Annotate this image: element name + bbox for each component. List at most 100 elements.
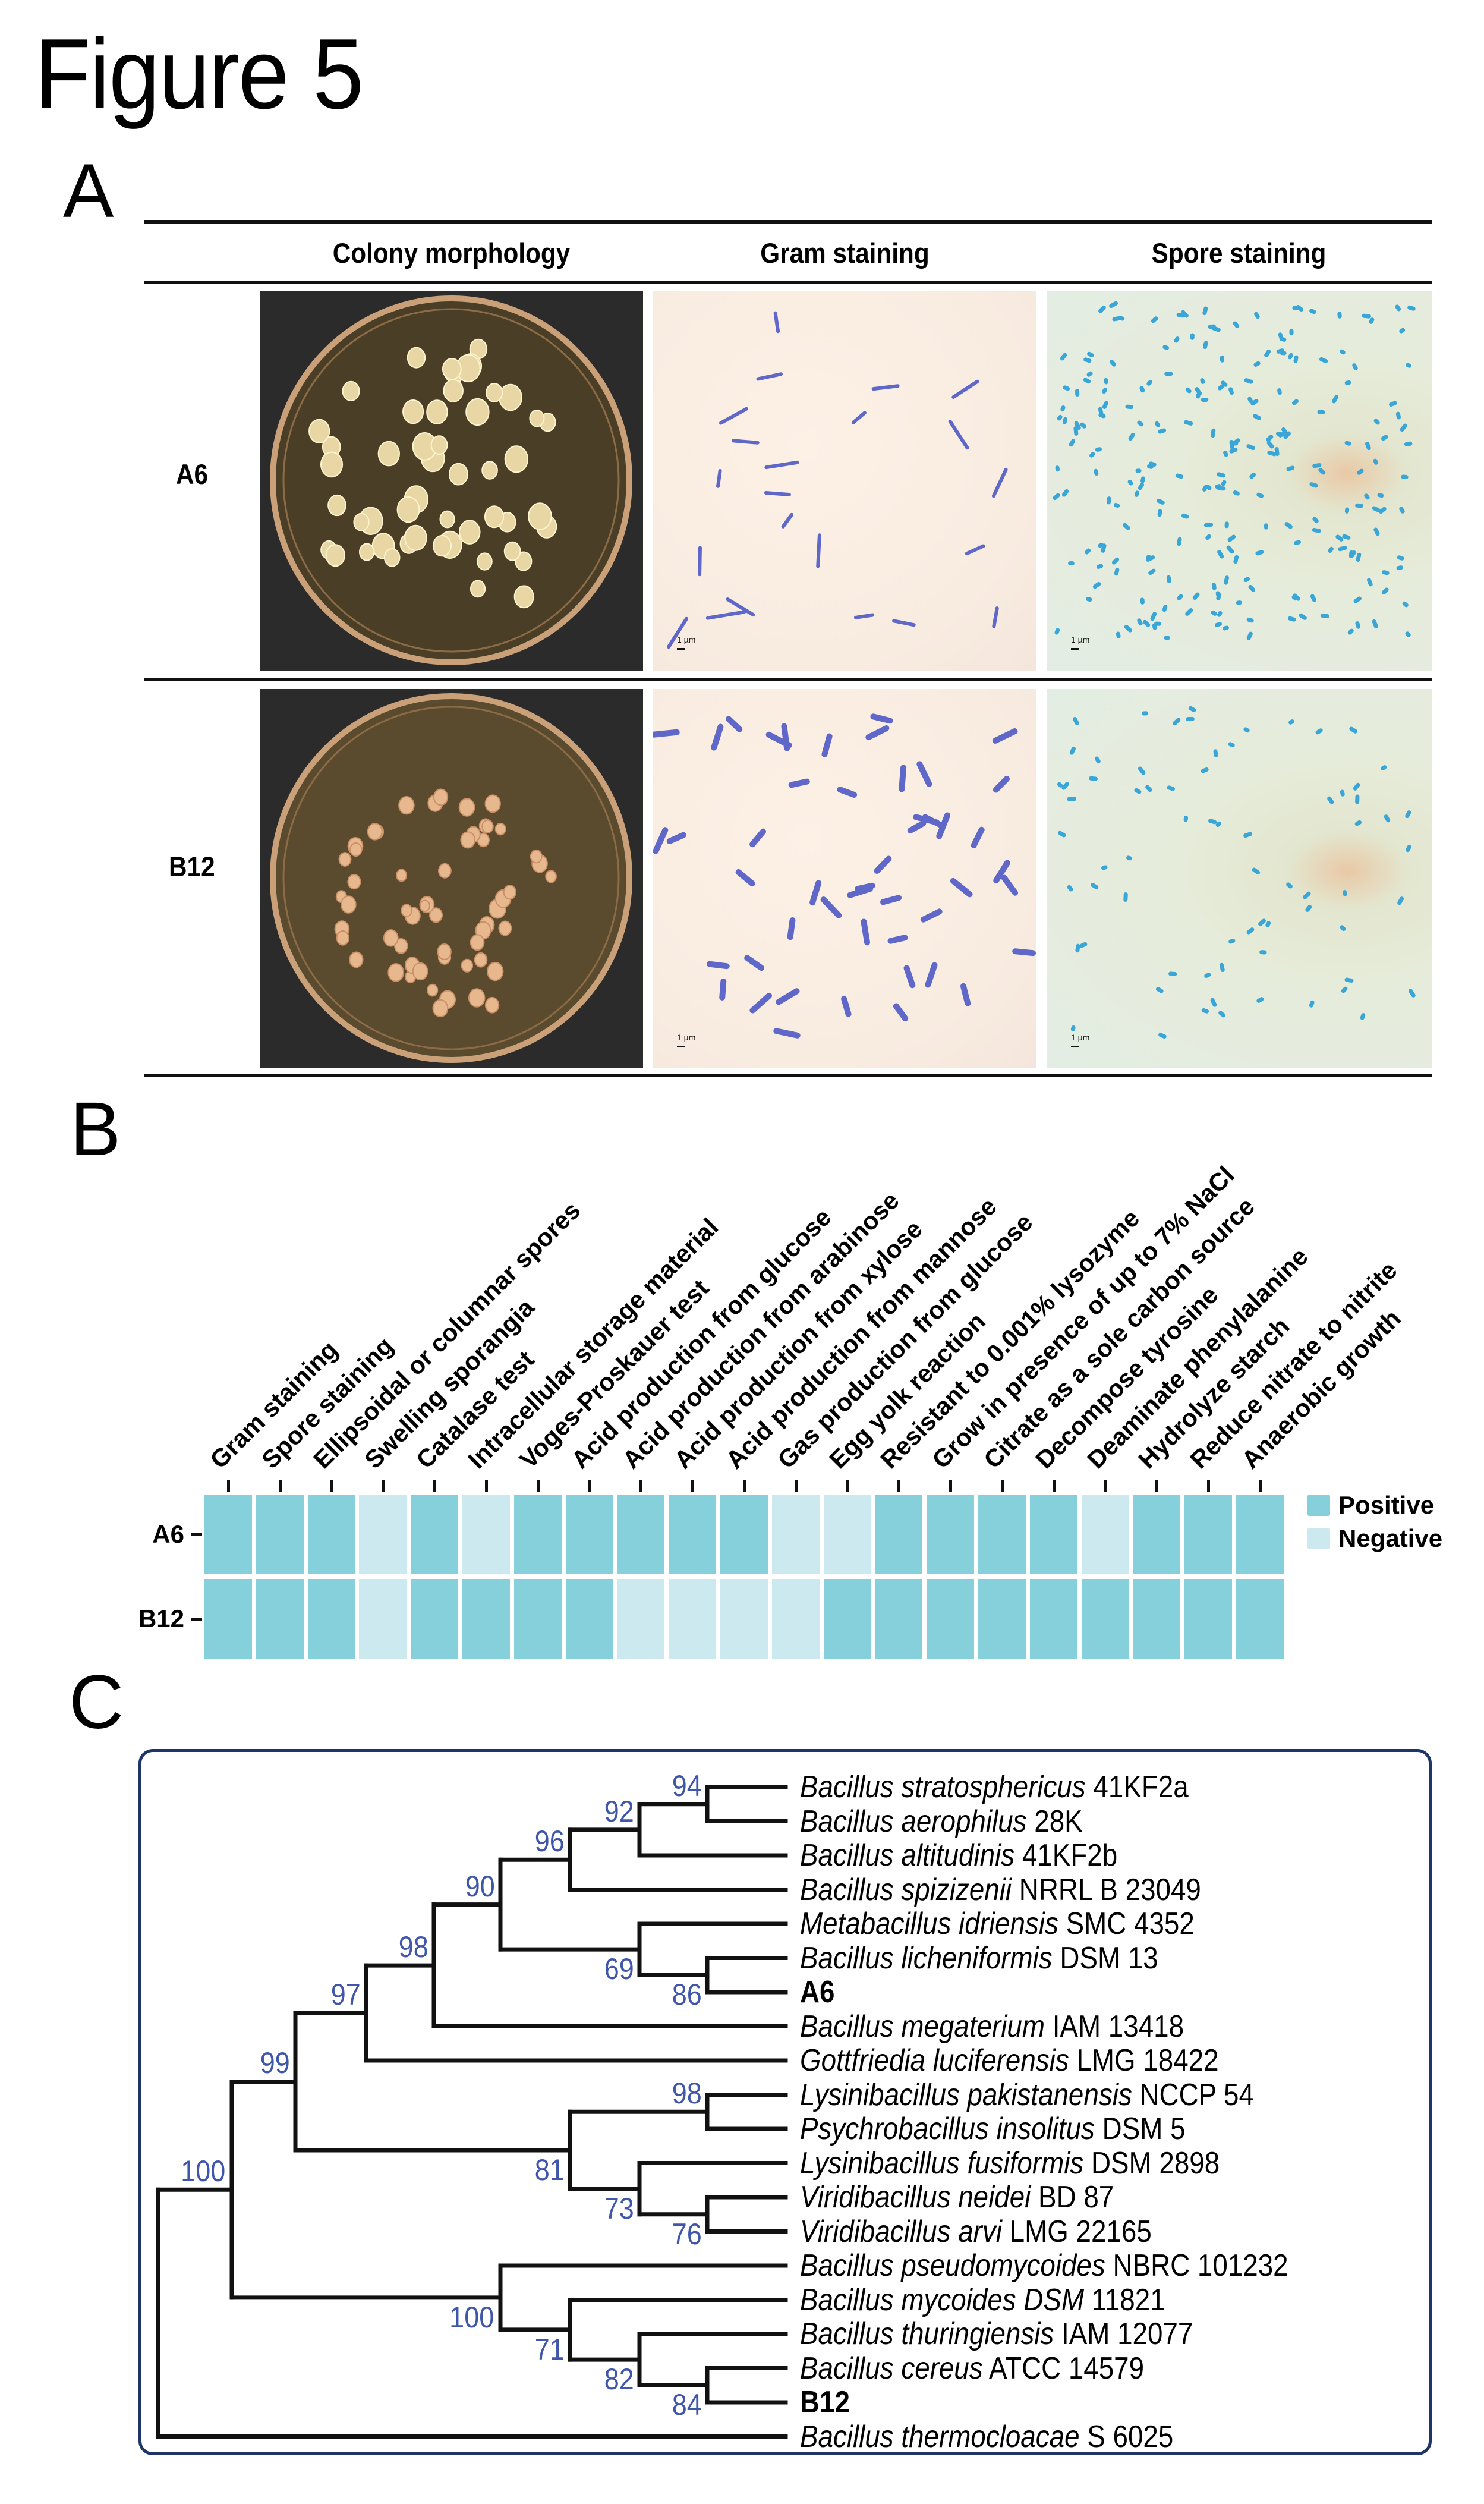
figure-title: Figure 5 [34, 18, 364, 130]
heatmap-row-label: B12 [138, 1605, 184, 1632]
heatmap-column-tick [536, 1480, 540, 1492]
leaf-species: Bacillus aerophilus [800, 1804, 1027, 1839]
tree-leaf: Bacillus cereus ATCC 14579 [800, 2353, 1144, 2384]
leaf-strain: ATCC 14579 [988, 2351, 1145, 2386]
heatmap-cell-positive [307, 1579, 355, 1659]
leaf-strain: LMG 18422 [1076, 2043, 1219, 2078]
leaf-species: Bacillus thermocloacae [800, 2419, 1080, 2454]
leaf-strain: B12 [800, 2385, 850, 2420]
legend-label-positive: Positive [1338, 1491, 1435, 1519]
heatmap-cell-negative [617, 1579, 665, 1659]
heatmap-cell-positive [978, 1495, 1026, 1574]
heatmap-cell-negative [1081, 1495, 1129, 1574]
scale-bar: 1 µm [1071, 635, 1090, 644]
bootstrap-value: 76 [672, 2217, 702, 2251]
heatmap-cell-positive [927, 1579, 975, 1659]
tree-frame [138, 1749, 1432, 2455]
heatmap-column-tick [1207, 1480, 1211, 1492]
tree-leaf: Lysinibacillus pakistanensis NCCP 54 [800, 2080, 1254, 2110]
heatmap-cell-positive [256, 1495, 304, 1574]
leaf-strain: IAM 12077 [1061, 2317, 1193, 2351]
heatmap-cell-positive [256, 1579, 304, 1659]
spore-photo-a6: 1 µm [1047, 291, 1432, 671]
heatmap-column-tick [794, 1480, 798, 1492]
tree-leaf: Lysinibacillus fusiformis DSM 2898 [800, 2148, 1220, 2179]
leaf-species: Bacillus mycoides DSM [800, 2282, 1085, 2317]
heatmap-column-tick [433, 1480, 437, 1492]
heatmap-cell-positive [462, 1579, 510, 1659]
heatmap-cell-positive [1081, 1579, 1129, 1659]
tree-leaf: Bacillus altitudinis 41KF2b [800, 1840, 1117, 1871]
tree-leaf: Bacillus thuringiensis IAM 12077 [800, 2319, 1193, 2349]
legend-label-negative: Negative [1338, 1524, 1443, 1552]
heatmap-cell-positive [927, 1495, 975, 1574]
leaf-strain: NRRL B 23049 [1019, 1872, 1201, 1907]
heatmap-cell-positive [411, 1579, 459, 1659]
heatmap-column-tick [588, 1480, 591, 1492]
tree-leaf: Bacillus pseudomycoides NBRC 101232 [800, 2250, 1288, 2281]
legend-swatch-negative [1307, 1528, 1330, 1549]
heatmap-cell-positive [204, 1495, 252, 1574]
leaf-species: Bacillus thuringiensis [800, 2317, 1054, 2351]
leaf-strain: IAM 13418 [1052, 2009, 1184, 2044]
leaf-species: Lysinibacillus pakistanensis [800, 2077, 1132, 2112]
heatmap-column-tick [1001, 1480, 1004, 1492]
tree-leaf: Bacillus aerophilus 28K [800, 1806, 1083, 1837]
leaf-species: Bacillus spizizenii [800, 1872, 1012, 1907]
heatmap-cell-positive [565, 1579, 613, 1659]
leaf-strain: DSM 2898 [1091, 2146, 1220, 2181]
spore-photo-b12: 1 µm [1047, 689, 1432, 1068]
heatmap-cell-positive [513, 1495, 562, 1574]
bootstrap-value: 84 [672, 2388, 702, 2422]
heatmap-column-tick [485, 1480, 488, 1492]
heatmap-column-tick [897, 1480, 901, 1492]
table-bottom-rule [144, 1074, 1432, 1077]
bootstrap-value: 94 [672, 1769, 702, 1802]
leaf-strain: 28K [1034, 1804, 1083, 1839]
tree-leaf: Bacillus thermocloacae S 6025 [800, 2421, 1173, 2452]
leaf-species: Lysinibacillus fusiformis [800, 2146, 1084, 2181]
heatmap-column-tick [1259, 1480, 1262, 1492]
panel-label-a: A [63, 149, 114, 234]
bootstrap-value: 99 [260, 2046, 290, 2080]
row-label-a6: A6 [176, 458, 209, 490]
bootstrap-value: 81 [534, 2153, 565, 2187]
column-header-colony: Colony morphology [332, 237, 571, 269]
heatmap-row-tick [191, 1533, 202, 1536]
heatmap-column-tick [227, 1480, 230, 1492]
legend-swatch-positive [1307, 1495, 1330, 1516]
heatmap-cell-positive [1236, 1495, 1284, 1574]
leaf-species: Bacillus megaterium [800, 2009, 1045, 2044]
heatmap-row-label: A6 [152, 1520, 184, 1548]
bootstrap-value: 92 [604, 1794, 634, 1828]
tree-leaf: Bacillus megaterium IAM 13418 [800, 2011, 1184, 2042]
leaf-species: Viridibacillus neidei [800, 2180, 1031, 2214]
heatmap-cell-negative [359, 1579, 407, 1659]
tree-leaf: Gottfriedia luciferensis LMG 18422 [800, 2045, 1219, 2076]
heatmap-cell-negative [462, 1495, 510, 1574]
heatmap-column-tick [691, 1480, 695, 1492]
leaf-species: Bacillus stratosphericus [800, 1770, 1086, 1804]
bootstrap-value: 71 [534, 2332, 565, 2366]
heatmap-cell-positive [1184, 1579, 1233, 1659]
leaf-strain: 41KF2a [1093, 1770, 1189, 1804]
heatmap-cell-positive [565, 1495, 613, 1574]
leaf-strain: BD 87 [1038, 2180, 1114, 2214]
heatmap-column-tick [382, 1480, 385, 1492]
heatmap-cell-positive [513, 1579, 562, 1659]
heatmap-column-tick [639, 1480, 643, 1492]
heatmap-cell-negative [823, 1495, 871, 1574]
heatmap-cell-negative [720, 1579, 768, 1659]
tree-leaf: B12 [800, 2387, 850, 2418]
leaf-species: Metabacillus idriensis [800, 1907, 1058, 1941]
tree-leaf: Viridibacillus neidei BD 87 [800, 2182, 1114, 2213]
tree-leaf: Bacillus licheniformis DSM 13 [800, 1943, 1158, 1974]
bootstrap-value: 100 [449, 2300, 494, 2334]
tree-leaf: Bacillus mycoides DSM 11821 [800, 2285, 1165, 2316]
panel-label-b: B [70, 1087, 121, 1172]
bootstrap-value: 82 [604, 2363, 634, 2396]
heatmap-column-tick [330, 1480, 333, 1492]
heatmap-cell-positive [411, 1495, 459, 1574]
table-top-rule [144, 220, 1432, 224]
heatmap-column-tick [1104, 1480, 1107, 1492]
